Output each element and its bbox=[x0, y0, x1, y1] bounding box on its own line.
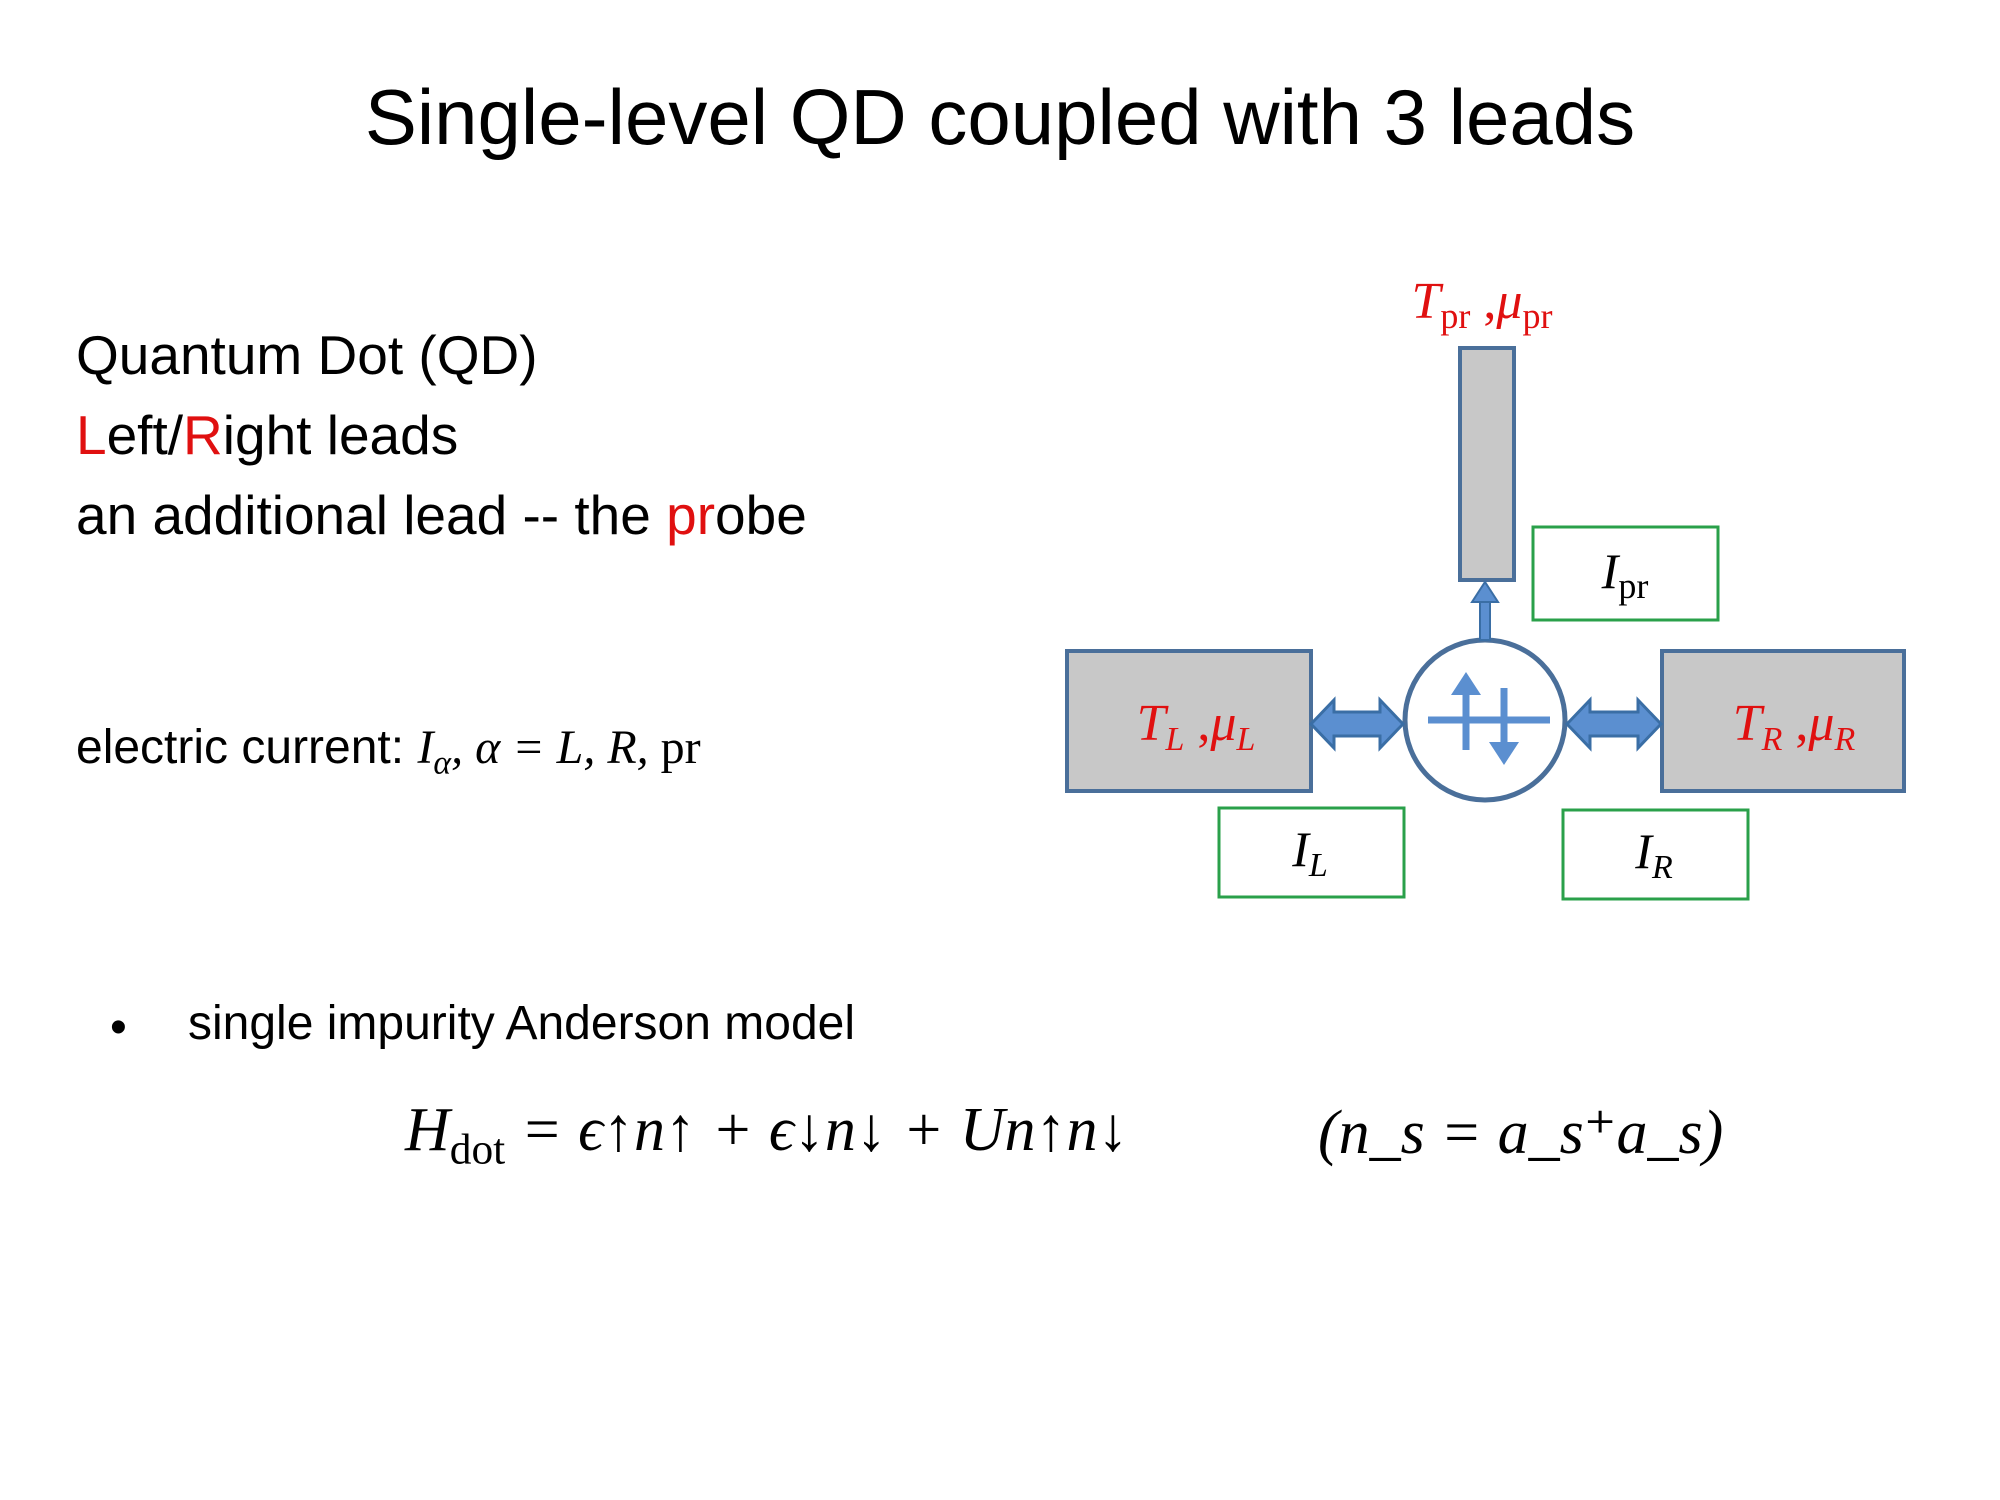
probe-coupling-arrow bbox=[1470, 580, 1500, 641]
probe-label: Tpr ,μpr bbox=[1411, 273, 1552, 336]
right-current-box bbox=[1561, 808, 1750, 901]
probe-post: obe bbox=[715, 484, 807, 546]
current-alpha-sub: α bbox=[433, 744, 452, 782]
right-lead-label: TR ,μR bbox=[1733, 695, 1856, 758]
probe-current-box bbox=[1531, 525, 1720, 622]
intro-line-qd: Quantum Dot (QD) bbox=[76, 324, 538, 386]
right-coupling-arrow bbox=[1564, 696, 1664, 752]
left-lead-label: TL ,μL bbox=[1137, 695, 1256, 758]
left-current-label: IL bbox=[1291, 821, 1328, 884]
bullet-text: single impurity Anderson model bbox=[188, 997, 856, 1050]
probe-current-label: Ipr bbox=[1601, 543, 1649, 606]
left-initial: L bbox=[76, 404, 107, 466]
left-lead bbox=[1065, 649, 1313, 793]
right-current-label: IR bbox=[1634, 823, 1673, 886]
hamiltonian-equation: Hdot = ϵ↑n↑ + ϵ↓n↓ + Un↑n↓ bbox=[405, 1095, 1129, 1171]
intro-line-leads: Left/Right leads bbox=[76, 405, 458, 466]
current-pr: pr bbox=[660, 721, 701, 774]
slide-title: Single-level QD coupled with 3 leads bbox=[364, 73, 1636, 161]
left-current-box bbox=[1217, 806, 1406, 899]
eq-rhs: = ϵ↑n↑ + ϵ↓n↓ + Un↑n↓ bbox=[505, 1096, 1129, 1164]
right-initial: R bbox=[183, 404, 223, 466]
eq-dot-sub: dot bbox=[449, 1125, 506, 1174]
probe-lead bbox=[1458, 346, 1516, 582]
current-list: L, R, bbox=[556, 721, 661, 774]
bullet-symbol: • bbox=[110, 1001, 127, 1054]
right-lead bbox=[1660, 649, 1906, 793]
right-rest: ight leads bbox=[222, 404, 459, 466]
left-rest: eft/ bbox=[106, 404, 184, 466]
probe-pre: an additional lead -- the bbox=[76, 484, 667, 546]
current-prefix: electric current: bbox=[76, 721, 418, 774]
current-eq: , α = bbox=[451, 721, 557, 774]
left-coupling-arrow bbox=[1308, 696, 1406, 752]
current-I: I bbox=[417, 721, 434, 774]
probe-pr: pr bbox=[666, 484, 716, 546]
equation-note: (n_s = a_s⁺a_s) bbox=[1318, 1099, 1724, 1167]
spin-level-icon bbox=[1428, 672, 1550, 765]
electric-current-line: electric current: Iα, α = L, R, pr bbox=[76, 721, 701, 780]
eq-H: H bbox=[405, 1096, 450, 1164]
intro-line-probe: an additional lead -- the probe bbox=[76, 485, 807, 546]
